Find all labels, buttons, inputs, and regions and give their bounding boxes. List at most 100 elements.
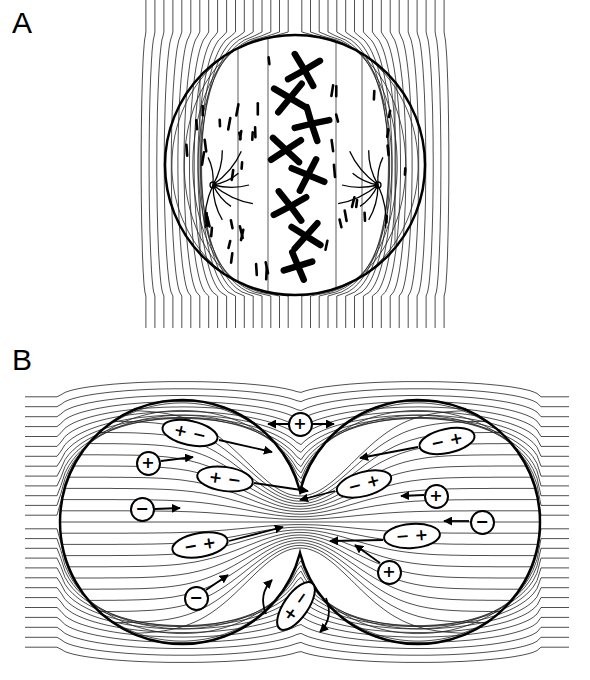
microtubule-dash bbox=[332, 140, 334, 151]
field-line bbox=[426, 0, 433, 328]
field-line bbox=[55, 410, 543, 496]
node-shape bbox=[185, 587, 208, 610]
microtubule-dash bbox=[340, 220, 342, 228]
microtubule-dash bbox=[266, 262, 268, 273]
chromosomes bbox=[271, 54, 329, 280]
dipole-ellipse: − + bbox=[169, 527, 231, 563]
field-line bbox=[55, 444, 543, 504]
aster-fiber bbox=[213, 185, 222, 220]
microtubule-dash bbox=[231, 253, 232, 262]
charge-sign: − bbox=[475, 514, 488, 530]
field-line bbox=[55, 488, 543, 514]
dipole-ellipse: − + bbox=[416, 422, 478, 459]
microtubule-dash bbox=[335, 86, 338, 96]
field-line bbox=[55, 511, 543, 520]
aster-fiber bbox=[353, 173, 378, 185]
ion-circle: − bbox=[184, 586, 209, 611]
aster-fiber bbox=[213, 151, 241, 185]
field-line bbox=[55, 455, 543, 507]
microtubule-dash bbox=[389, 111, 390, 117]
node-shape bbox=[378, 561, 401, 584]
field-line bbox=[157, 0, 164, 328]
aster-fiber bbox=[208, 157, 213, 185]
dipole-ellipse: + − bbox=[159, 414, 221, 451]
ion-circle: − bbox=[470, 510, 495, 535]
field-line bbox=[55, 525, 543, 534]
ion-circle: + bbox=[377, 560, 402, 585]
aster-fiber bbox=[378, 185, 386, 228]
panel-label: B bbox=[12, 345, 32, 375]
charge-sign: − + bbox=[395, 527, 428, 545]
cell-outline bbox=[165, 35, 425, 295]
microtubule-dash bbox=[202, 152, 204, 165]
microtubule-dash bbox=[355, 200, 358, 207]
aster-fiber bbox=[369, 185, 378, 220]
field-line bbox=[25, 412, 569, 447]
microtubule-dash bbox=[240, 226, 243, 238]
field-line bbox=[25, 647, 569, 662]
field-line bbox=[194, 0, 217, 328]
field-line bbox=[25, 529, 569, 641]
ion-circle: − bbox=[130, 497, 155, 522]
charge-sign: + bbox=[293, 416, 306, 432]
node-shape bbox=[170, 528, 229, 561]
field-line bbox=[55, 500, 543, 517]
field-line bbox=[184, 0, 200, 328]
panel-label: A bbox=[12, 8, 32, 38]
field-line bbox=[25, 627, 569, 648]
microtubule-dash bbox=[231, 220, 233, 228]
node-shape bbox=[137, 452, 160, 475]
dipole-ellipse: − + bbox=[382, 521, 442, 551]
field-line bbox=[171, 0, 182, 328]
field-line bbox=[149, 0, 155, 328]
microtubule-fragments bbox=[186, 57, 405, 279]
node-shape bbox=[383, 522, 441, 550]
field-line bbox=[399, 0, 412, 328]
microtubule-dash bbox=[373, 91, 376, 99]
dipole-ellipse: + − bbox=[269, 575, 324, 637]
microtubule-dash bbox=[218, 120, 221, 126]
microtubule-dash bbox=[267, 57, 270, 64]
field-line bbox=[25, 558, 569, 626]
microtubule-dash bbox=[185, 145, 188, 156]
aster-fiber bbox=[213, 173, 238, 185]
microtubule-dash bbox=[251, 132, 254, 140]
charge-sign: + bbox=[382, 564, 395, 580]
field-line bbox=[363, 0, 392, 328]
inner-field-lines bbox=[55, 410, 543, 634]
aster-fiber bbox=[350, 151, 378, 185]
ion-circle: + bbox=[288, 412, 313, 437]
charge-sign: + bbox=[429, 488, 442, 504]
microtubule-dash bbox=[334, 165, 335, 177]
aster-fiber bbox=[378, 157, 383, 185]
dipole-ellipse: + − bbox=[194, 462, 255, 496]
field-line bbox=[390, 0, 406, 328]
microtubule-dash bbox=[205, 140, 207, 152]
microtubule-dash bbox=[205, 213, 208, 226]
field-line bbox=[444, 0, 449, 328]
charge-sign: + bbox=[141, 455, 154, 471]
field-line bbox=[55, 477, 543, 511]
aster-fiber bbox=[205, 185, 213, 228]
dipole-ellipse: − + bbox=[333, 464, 396, 504]
microtubule-dash bbox=[240, 162, 243, 168]
node-shape bbox=[196, 463, 255, 495]
node-shape bbox=[425, 485, 448, 508]
field-lines-b bbox=[25, 382, 569, 663]
field-line bbox=[201, 0, 253, 328]
node-shape bbox=[131, 498, 154, 521]
node-shape bbox=[334, 465, 394, 503]
microtubule-dash bbox=[254, 127, 257, 137]
microtubule-dash bbox=[210, 228, 213, 236]
microtubule-dash bbox=[201, 106, 204, 115]
microtubule-dash bbox=[363, 213, 366, 221]
microtubule-dash bbox=[336, 115, 338, 122]
node-shape bbox=[471, 511, 494, 534]
microtubule-dash bbox=[228, 118, 230, 129]
microtubule-dash bbox=[236, 104, 238, 115]
microtubule-dash bbox=[229, 241, 231, 248]
ion-circle: + bbox=[424, 484, 449, 509]
